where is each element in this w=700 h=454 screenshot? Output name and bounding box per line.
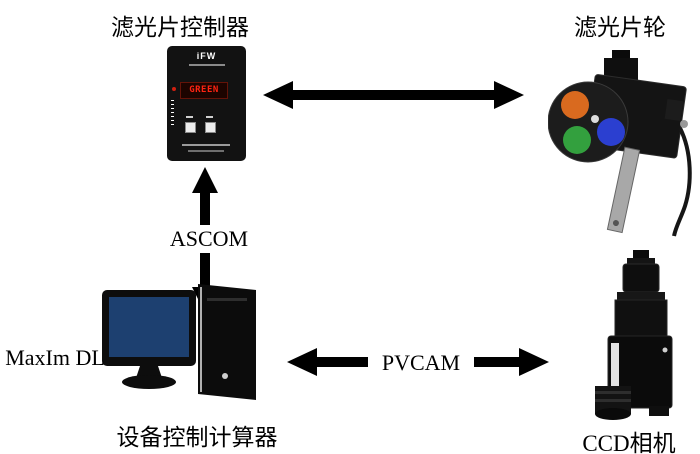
wheel-bracket-screw: [612, 220, 619, 227]
controller-footer-text-bar: [182, 144, 230, 146]
wheel-hub-screw: [591, 115, 599, 123]
controller-button-mark: [186, 116, 193, 118]
camera-flange: [617, 292, 665, 300]
camera-foot: [649, 406, 669, 416]
camera-lens-opening: [595, 408, 631, 420]
monitor-stand-neck: [136, 366, 162, 378]
wheel-top-knob: [612, 50, 630, 60]
ccd-camera-title: CCD相机: [582, 431, 676, 454]
tower-drive-bay: [207, 298, 247, 301]
filter-wheel-device: [548, 50, 692, 237]
arrow-controller-wheel: [263, 81, 524, 109]
controller-subtext-bar: [189, 64, 225, 66]
filter-controller-title: 滤光片控制器: [111, 15, 249, 40]
tower-power-button: [222, 373, 228, 379]
controller-side-ticks: [171, 100, 174, 126]
controller-footer-text-bar: [188, 150, 224, 152]
lens-ridge: [595, 399, 631, 402]
computer-tower: [198, 284, 256, 400]
controller-button-left: [185, 122, 196, 133]
filter-blue-circle: [597, 118, 625, 146]
camera-upper-body: [614, 299, 668, 337]
monitor-stand-base: [122, 375, 176, 389]
wheel-cable: [672, 127, 692, 237]
monitor-screen: [109, 297, 189, 357]
wheel-bracket-arm: [606, 146, 641, 234]
filter-green-circle: [563, 126, 591, 154]
camera-side-label: [611, 343, 619, 387]
software-label: MaxIm DL: [5, 345, 105, 370]
controller-power-led: [172, 87, 176, 91]
computer-title: 设备控制计算器: [116, 425, 278, 450]
wheel-thumbscrew: [680, 120, 688, 128]
controller-button-right: [205, 122, 216, 133]
filter-orange-circle: [561, 91, 589, 119]
camera-neck-ring: [627, 258, 655, 266]
camera-top-cylinder: [622, 263, 660, 293]
wheel-connector: [664, 98, 684, 122]
camera-top-knob: [633, 250, 649, 260]
filter-controller-device: iFW GREEN: [167, 46, 246, 161]
lens-ridge: [595, 391, 631, 394]
computer-device: [102, 284, 256, 400]
controller-lcd-display: GREEN: [180, 82, 228, 99]
ascom-connection-label: ASCOM: [148, 225, 270, 253]
camera-screw: [662, 347, 668, 353]
controller-brand-text: iFW: [196, 51, 217, 61]
filter-wheel-title: 滤光片轮: [574, 15, 666, 40]
controller-button-mark: [206, 116, 213, 118]
ccd-camera-device: [595, 250, 673, 420]
pvcam-connection-label: PVCAM: [368, 349, 474, 377]
